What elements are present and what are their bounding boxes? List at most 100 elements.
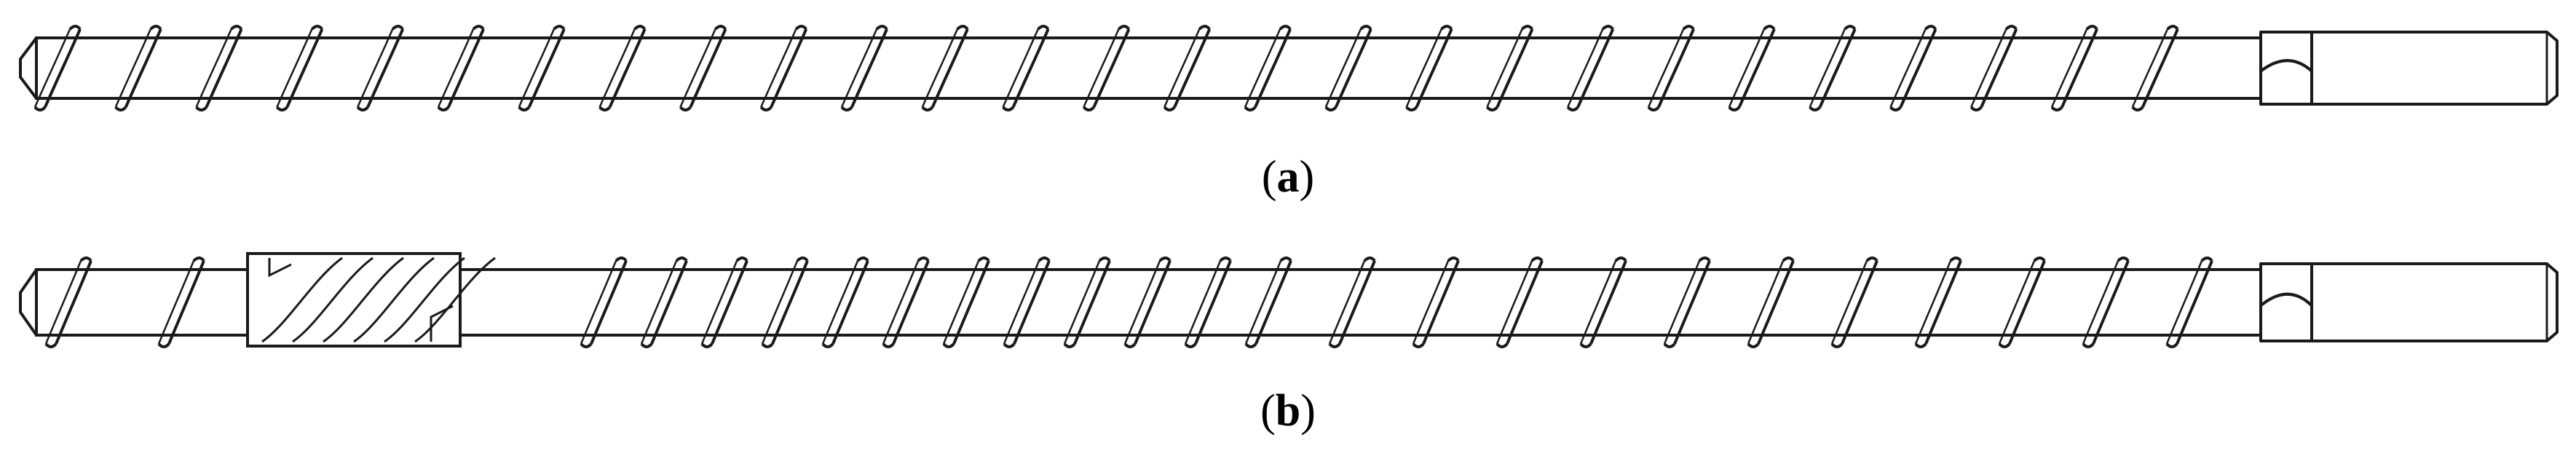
- flight-crest-top: [615, 256, 628, 262]
- shank: [2259, 262, 2559, 342]
- flight-back-edge: [1914, 260, 1952, 345]
- flight-crest-bottom: [1485, 106, 1498, 111]
- flight-crest-top: [553, 25, 566, 31]
- flight-crest-bottom: [2131, 106, 2144, 111]
- flight-back-edge: [33, 28, 71, 108]
- flight-back-edge: [700, 260, 738, 345]
- flight-crest-top: [1530, 256, 1544, 262]
- flight-front-edge: [1506, 260, 1544, 345]
- flight-back-edge: [679, 28, 716, 108]
- flight-back-edge: [2082, 260, 2119, 345]
- flight-crest-bottom: [2082, 342, 2095, 348]
- flight-crest-top: [1924, 25, 1937, 31]
- mixing-flute: [414, 256, 496, 343]
- flight-back-edge: [44, 260, 82, 345]
- mixing-flute: [323, 256, 404, 343]
- flight-front-edge: [1818, 28, 1857, 108]
- flight-back-edge: [157, 260, 195, 345]
- flight-front-edge: [952, 260, 990, 345]
- flight-crest-top: [192, 256, 205, 262]
- flight-back-edge: [1244, 28, 1281, 108]
- flight-front-edge: [1589, 260, 1627, 345]
- flight-crest-top: [2033, 256, 2046, 262]
- flight-front-edge: [2061, 28, 2098, 108]
- mixing-flute: [261, 256, 343, 343]
- flight-front-edge: [831, 260, 869, 345]
- flight-crest-bottom: [942, 342, 955, 348]
- flight-back-edge: [1567, 28, 1604, 108]
- flight-crest-top: [2200, 256, 2213, 262]
- flight-crest-bottom: [114, 106, 127, 111]
- flight-front-edge: [1173, 28, 1212, 108]
- flight-crest-bottom: [1328, 342, 1341, 348]
- flight-front-edge: [1980, 28, 2018, 108]
- caption-a-open: (: [1261, 152, 1277, 202]
- flight-back-edge: [1486, 28, 1523, 108]
- flight-back-edge: [580, 260, 617, 345]
- flight-crest-top: [1440, 25, 1453, 31]
- flight-front-edge: [366, 28, 405, 108]
- screw-tip: [19, 268, 38, 337]
- flight-front-edge: [850, 28, 888, 108]
- flight-crest-top: [1098, 256, 1111, 262]
- flight-crest-top: [1682, 25, 1695, 31]
- flight-front-edge: [2176, 260, 2213, 345]
- flight-front-edge: [2141, 28, 2179, 108]
- flight-back-edge: [1328, 260, 1366, 345]
- flight-back-edge: [1123, 260, 1161, 345]
- mixing-section: [246, 252, 496, 348]
- flight-crest-bottom: [1002, 106, 1015, 111]
- flight-front-edge: [711, 260, 748, 345]
- flight-front-edge: [931, 28, 969, 108]
- flight-crest-bottom: [1998, 342, 2011, 348]
- flight-front-edge: [1011, 28, 1050, 108]
- flight-crest-top: [1614, 256, 1627, 262]
- flight-crest-bottom: [33, 106, 47, 111]
- flight-back-edge: [1998, 260, 2036, 345]
- flight-crest-top: [1118, 25, 1131, 31]
- flight-back-edge: [1496, 260, 1533, 345]
- flight-back-edge: [1579, 260, 1617, 345]
- flight-back-edge: [1647, 28, 1685, 108]
- flight-crest-bottom: [1647, 106, 1660, 111]
- flight-back-edge: [1747, 260, 1785, 345]
- flight-front-edge: [1496, 28, 1534, 108]
- shank: [2259, 31, 2559, 106]
- flight-front-edge: [1738, 28, 1776, 108]
- flight-crest-top: [1949, 256, 1962, 262]
- flight-crest-bottom: [1405, 106, 1418, 111]
- flight-back-edge: [921, 28, 958, 108]
- flight-crest-top: [917, 256, 930, 262]
- mixing-notch-left: [268, 258, 292, 278]
- flight-back-edge: [761, 260, 799, 345]
- flight-back-edge: [1244, 260, 1282, 345]
- flight-back-edge: [1003, 260, 1040, 345]
- caption-b-close: ): [1300, 386, 1316, 436]
- flight-crest-top: [230, 25, 243, 31]
- screw-b-drawing: [19, 252, 2559, 348]
- flight-crest-top: [1359, 25, 1372, 31]
- flight-back-edge: [942, 260, 980, 345]
- flight-back-edge: [1063, 260, 1101, 345]
- flight-crest-top: [796, 256, 809, 262]
- flight-front-edge: [527, 28, 566, 108]
- flight-group: [33, 25, 2179, 111]
- flight-crest-top: [1038, 256, 1051, 262]
- screw-tip: [19, 36, 38, 100]
- flight-crest-bottom: [1914, 342, 1927, 348]
- flight-crest-bottom: [840, 106, 853, 111]
- flight-front-edge: [2092, 260, 2130, 345]
- flight-crest-bottom: [1244, 342, 1257, 348]
- flight-front-edge: [1134, 260, 1172, 345]
- flight-crest-top: [633, 25, 647, 31]
- flight-crest-top: [2166, 25, 2179, 31]
- flight-crest-bottom: [1184, 342, 1197, 348]
- flight-crest-bottom: [598, 106, 612, 111]
- flight-crest-top: [2085, 25, 2098, 31]
- flight-front-edge: [1194, 260, 1232, 345]
- flight-back-edge: [598, 28, 636, 108]
- flight-crest-bottom: [2050, 106, 2063, 111]
- mixing-flute: [353, 256, 435, 343]
- flight-crest-bottom: [1063, 342, 1076, 348]
